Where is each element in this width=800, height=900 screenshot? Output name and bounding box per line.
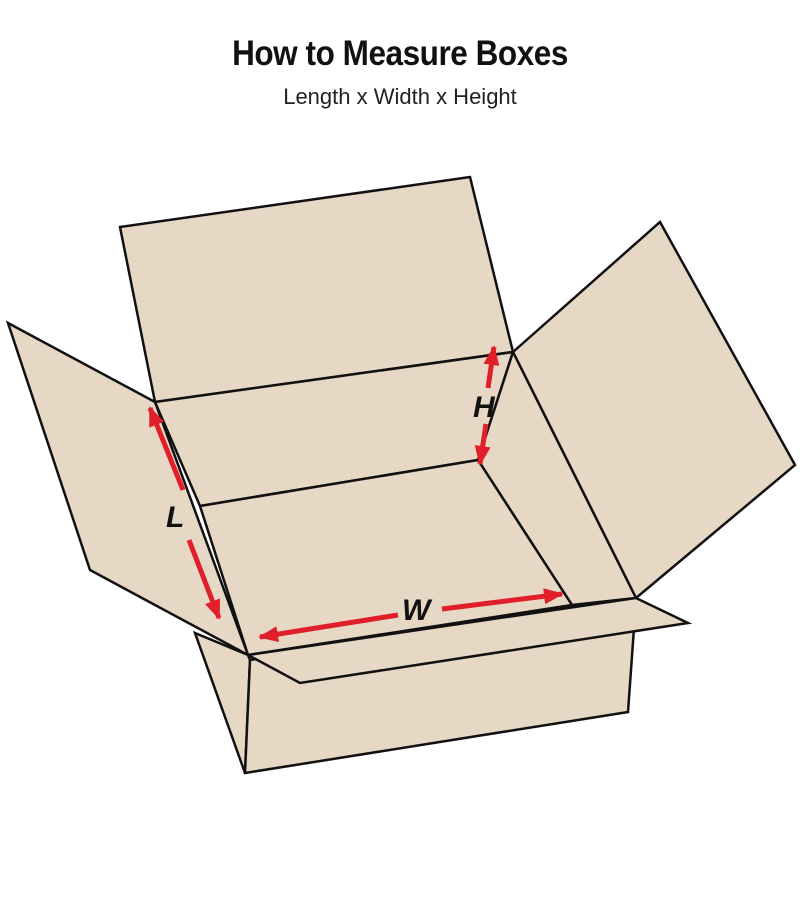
page-subtitle: Length x Width x Height <box>283 84 517 109</box>
length-arrow-lower <box>186 539 222 620</box>
page-title: How to Measure Boxes <box>232 34 568 73</box>
height-arrow-upper <box>483 345 500 389</box>
left-outer-wall <box>192 630 252 774</box>
length-label: L <box>166 501 184 534</box>
width-label: W <box>402 594 433 627</box>
height-arrow-lower <box>474 423 491 466</box>
front-flap <box>244 596 693 685</box>
height-label: H <box>473 391 496 424</box>
width-arrow-right <box>441 588 564 612</box>
length-arrow-upper <box>147 406 186 491</box>
width-arrow-left <box>258 612 399 643</box>
